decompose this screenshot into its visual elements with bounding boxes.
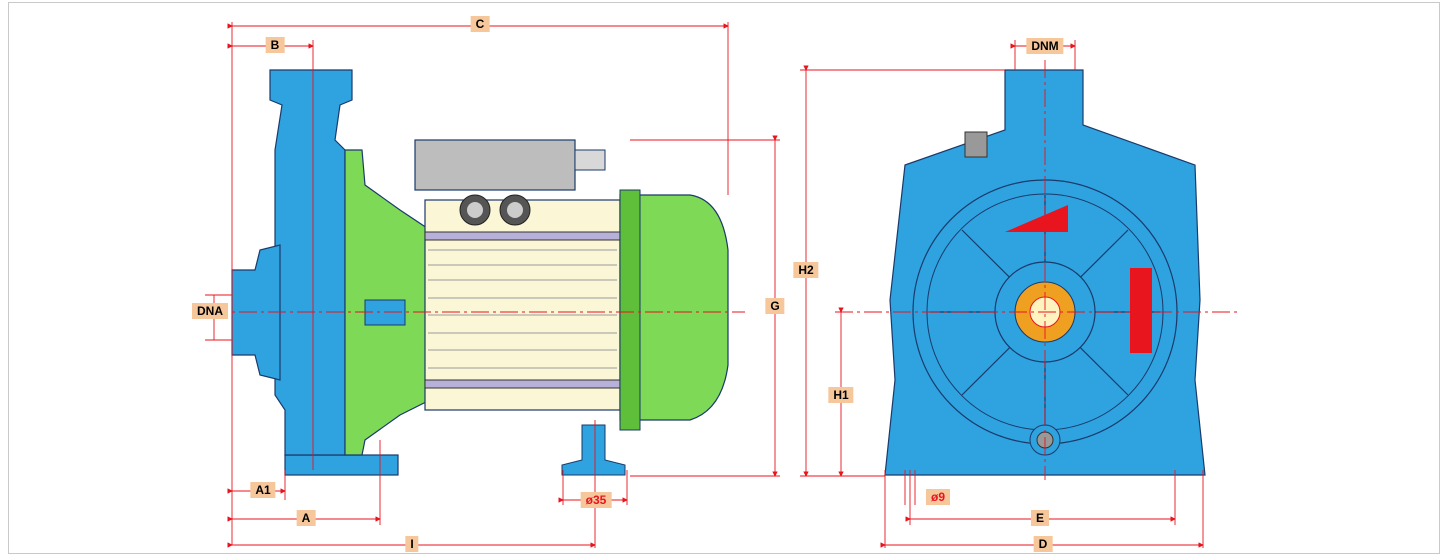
dim-label-dnm: DNM [1026,38,1064,54]
dim-label-o35: ø35 [580,492,612,508]
dim-label-a: A [296,510,316,526]
dim-label-h1: H1 [828,387,854,403]
red-marker [1130,268,1152,353]
dim-label-g: G [765,298,785,314]
tie-rod-top [424,231,624,241]
priming-plug [964,131,988,158]
fan-ring [619,189,641,431]
shaft-coupling [364,299,406,326]
dim-label-o9: ø9 [925,489,951,505]
fan-cover [619,194,729,421]
dim-label-i: I [405,536,419,552]
side-view [231,69,729,476]
dim-label-dna: DNA [192,303,228,319]
dim-label-d: D [1033,536,1053,552]
dim-label-h2: H2 [793,262,819,278]
dim-label-e: E [1030,510,1050,526]
dim-label-a1: A1 [250,482,276,498]
rotation-arrow-mark [1005,205,1068,232]
dim-label-b: B [265,37,285,53]
dim-label-c: C [470,16,490,32]
cable-gland [574,149,606,171]
pump-foot [284,454,399,476]
tie-rod-bottom [424,379,624,389]
motor-foot [561,424,626,476]
terminal-box [414,139,576,191]
suction-inlet [231,244,281,381]
pump-volute [269,69,353,456]
